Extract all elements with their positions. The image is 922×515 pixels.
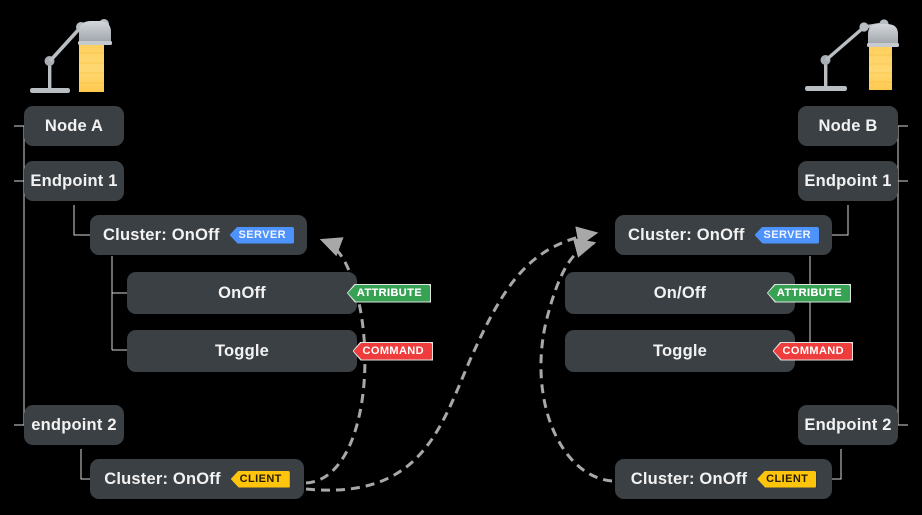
right-server-cluster-label: Cluster: OnOff — [628, 225, 745, 244]
left-client-cluster-label: Cluster: OnOff — [104, 469, 221, 488]
left-command-row[interactable]: Toggle COMMAND — [127, 330, 433, 372]
right-command-row[interactable]: Toggle COMMAND — [565, 330, 853, 372]
attribute-badge-right-rim: ATTRIBUTE — [766, 283, 851, 303]
client-badge-left: CLIENT — [230, 470, 290, 488]
command-badge-left-rim: COMMAND — [352, 341, 433, 361]
server-badge-left: SERVER — [229, 226, 294, 244]
right-endpoint-2-label: Endpoint 2 — [804, 415, 892, 434]
left-server-cluster-label: Cluster: OnOff — [103, 225, 220, 244]
node-b-label: Node B — [818, 116, 878, 135]
left-client-cluster-box[interactable]: Cluster: OnOff CLIENT — [90, 459, 304, 499]
left-command-label: Toggle — [214, 341, 270, 360]
right-attribute-label: On/Off — [653, 283, 707, 302]
node-a-box[interactable]: Node A — [24, 106, 124, 146]
desk-lamp-icon-left — [30, 19, 112, 93]
right-endpoint-1-label: Endpoint 1 — [804, 171, 892, 190]
right-endpoint-1-box[interactable]: Endpoint 1 — [798, 161, 898, 201]
attribute-badge-right: ATTRIBUTE — [767, 284, 850, 302]
left-endpoint-2-label: endpoint 2 — [31, 415, 117, 434]
desk-lamp-icon-right — [805, 19, 899, 91]
left-endpoint-1-box[interactable]: Endpoint 1 — [24, 161, 124, 201]
right-client-cluster-label: Cluster: OnOff — [630, 469, 748, 488]
client-badge-right: CLIENT — [757, 470, 817, 488]
left-server-cluster-box[interactable]: Cluster: OnOff SERVER — [90, 215, 307, 255]
left-attribute-row[interactable]: OnOff ATTRIBUTE — [127, 272, 431, 314]
left-endpoint-1-label: Endpoint 1 — [30, 171, 118, 190]
right-attribute-row[interactable]: On/Off ATTRIBUTE — [565, 272, 851, 314]
left-endpoint-2-box[interactable]: endpoint 2 — [24, 405, 124, 445]
left-attribute-label: OnOff — [218, 283, 266, 302]
attribute-badge-left-rim: ATTRIBUTE — [346, 283, 431, 303]
right-endpoint-2-box[interactable]: Endpoint 2 — [798, 405, 898, 445]
right-command-label: Toggle — [652, 341, 708, 360]
server-badge-right: SERVER — [754, 226, 819, 244]
command-badge-left: COMMAND — [353, 342, 432, 360]
command-badge-right-rim: COMMAND — [772, 341, 853, 361]
attribute-badge-left: ATTRIBUTE — [347, 284, 430, 302]
node-a-label: Node A — [44, 116, 104, 135]
right-server-cluster-box[interactable]: Cluster: OnOff SERVER — [615, 215, 832, 255]
node-b-box[interactable]: Node B — [798, 106, 898, 146]
command-badge-right: COMMAND — [773, 342, 852, 360]
right-client-cluster-box[interactable]: Cluster: OnOff CLIENT — [615, 459, 832, 499]
